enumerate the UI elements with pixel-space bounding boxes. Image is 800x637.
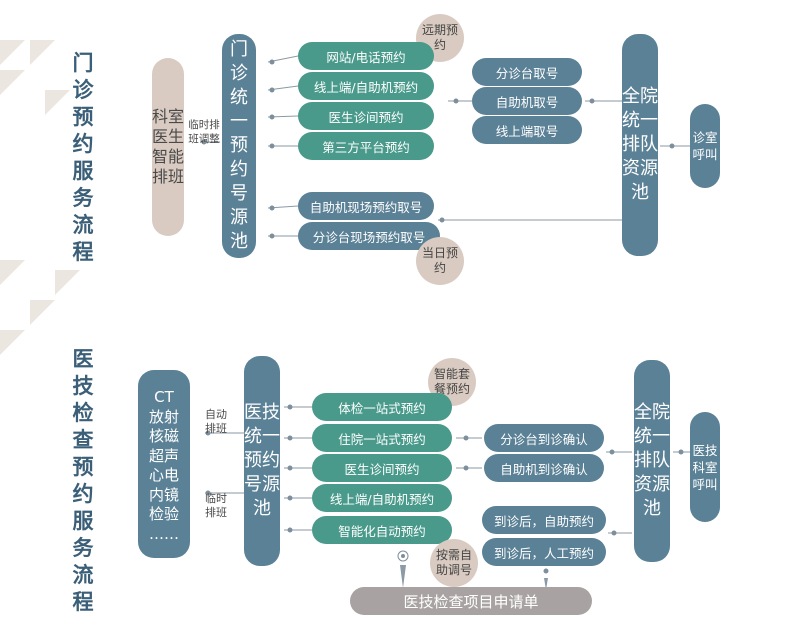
booking-online-kiosk[interactable]: 线上端/自助机预约 [298,72,434,100]
exam-request-form[interactable]: 医技检查项目申请单 [350,587,592,615]
section1-title: 门诊预约服务流程 [72,51,94,264]
arrive-staff-booking[interactable]: 到诊后，人工预约 [482,538,606,566]
modality-ultrasound: 超声 [148,446,179,465]
auto-schedule-label: 自动排班 [205,408,227,435]
modality-lab: 检验 [148,505,179,523]
booking-web-phone[interactable]: 网站/电话预约 [298,42,434,70]
modality-radiology: 放射 [148,407,179,426]
exam-dept-call-label: 医技科室呼叫 [692,442,718,492]
exam-dept-call: 医技科室呼叫 [690,412,720,522]
checkin-triage[interactable]: 分诊台取号 [472,58,582,86]
exam-inpatient-booking[interactable]: 住院一站式预约 [312,424,452,452]
exam-auto-booking[interactable]: 智能化自动预约 [312,516,452,544]
queue-pool-2: 全院统一排队资源池 [634,360,670,562]
confirm-triage[interactable]: 分诊台到诊确认 [484,424,604,452]
pointer-circle [397,550,409,562]
sameday-kiosk[interactable]: 自助机现场预约取号 [298,192,434,220]
exam-checkup-booking[interactable]: 体检一站式预约 [312,393,452,421]
section2-title: 医技检查预约服务流程 [72,347,94,614]
ondemand-adjust-bubble: 按需自助调号 [430,539,478,587]
sameday-triage[interactable]: 分诊台现场预约取号 [298,222,440,250]
modality-ct: CT [154,388,174,406]
advance-booking-bubble: 远期预约 [416,14,464,62]
connector-dots [201,59,684,536]
clinic-call-label: 诊室呼叫 [692,130,718,162]
booking-doctor-office[interactable]: 医生诊间预约 [298,102,434,130]
clinic-call: 诊室呼叫 [690,104,720,188]
booking-third-party[interactable]: 第三方平台预约 [298,132,434,160]
confirm-kiosk[interactable]: 自助机到诊确认 [484,454,604,482]
checkin-online[interactable]: 线上端取号 [472,116,582,144]
modality-more: …… [149,524,179,543]
temp-schedule-note: 临时排班调整 [188,119,220,145]
clinic-pool: 门诊统一预约号源池 [222,34,256,258]
queue-pool-2-label: 全院统一排队资源池 [634,402,670,519]
modalities-box: CT 放射 核磁 超声 心电 内镜 检验 …… [138,370,190,558]
modality-ecg: 心电 [148,466,179,484]
modality-mri: 核磁 [148,427,179,445]
temp-schedule-label: 临时排班 [205,492,227,519]
decorative-triangles [0,40,80,355]
exam-pool-label: 医技统一预约号源池 [244,402,280,519]
modality-endoscopy: 内镜 [148,485,179,504]
pointer-arrow [400,565,406,588]
sameday-booking-bubble: 当日预约 [416,237,464,285]
exam-pool: 医技统一预约号源池 [244,356,280,566]
scheduling-label: 科室医生智能排班 [152,107,185,186]
exam-online-kiosk[interactable]: 线上端/自助机预约 [312,484,452,512]
arrive-self-booking[interactable]: 到诊后，自助预约 [482,506,606,534]
clinic-pool-label: 门诊统一预约号源池 [230,39,248,252]
scheduling-box: 科室医生智能排班 [152,58,184,236]
queue-pool-1: 全院统一排队资源池 [622,34,658,256]
exam-doctor-booking[interactable]: 医生诊间预约 [312,454,452,482]
checkin-kiosk[interactable]: 自助机取号 [472,87,582,115]
queue-pool-1-label: 全院统一排队资源池 [622,86,658,203]
